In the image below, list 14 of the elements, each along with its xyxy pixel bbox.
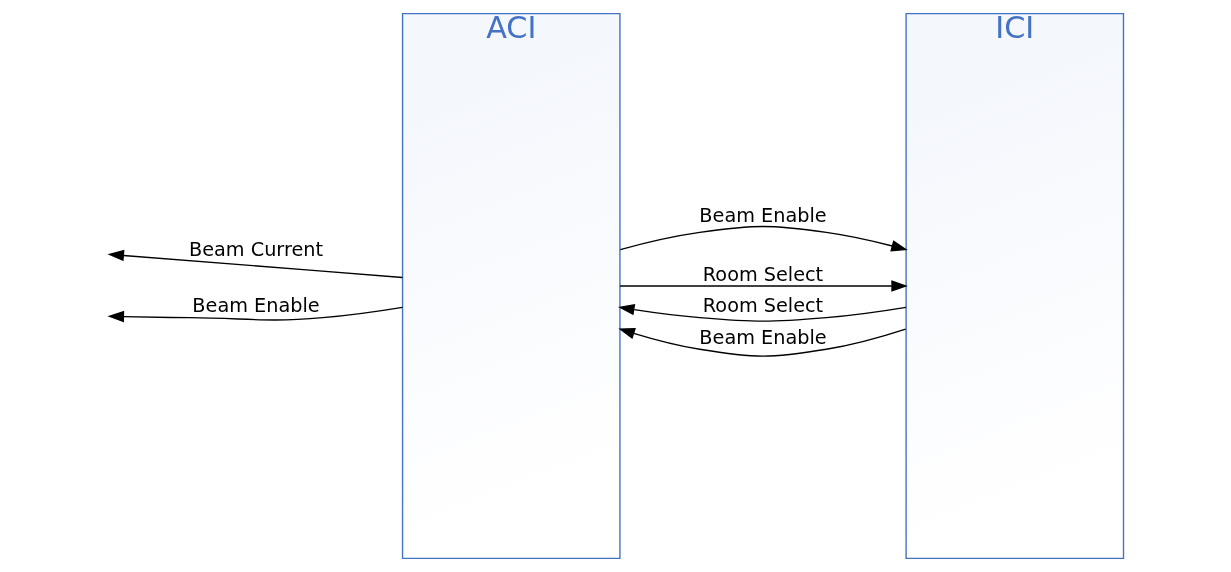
edge-label: Beam Enable (191, 294, 320, 318)
node-box: ICI (904, 12, 1124, 560)
arrow (617, 303, 907, 322)
edge-label: Room Select (702, 262, 823, 286)
arrow (106, 249, 403, 279)
edge-label: Beam Enable (698, 326, 827, 350)
arrow (617, 327, 906, 357)
edge-label: Beam Enable (698, 203, 827, 227)
edge-label: Beam Current (188, 238, 323, 262)
edge-label: Room Select (702, 294, 823, 318)
arrow (619, 225, 908, 252)
arrow (107, 306, 403, 323)
node-box: ACI (401, 12, 621, 560)
arrow (618, 280, 908, 292)
